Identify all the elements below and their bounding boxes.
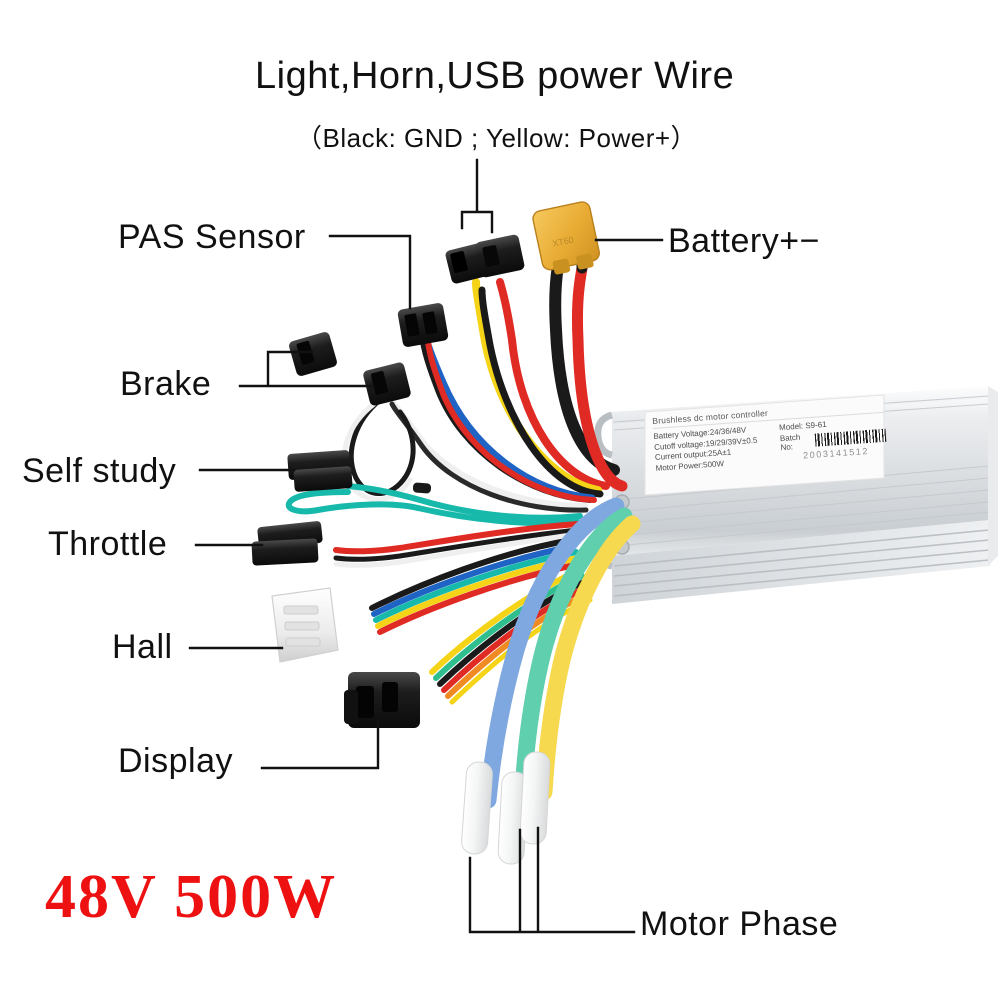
pas-connector [397,303,449,347]
throttle-connector [251,521,323,566]
callout-brake: Brake [120,365,212,403]
leader-lines [188,158,664,934]
xt60-connector: XT60 [532,201,600,275]
light-horn-connector-1 [445,242,493,284]
connectors: XT60 [251,201,600,728]
callout-battery: Battery+− [668,222,820,260]
callout-throttle: Throttle [48,525,168,563]
leader-brake [238,350,375,388]
callout-hall: Hall [112,628,173,666]
leader-light-horn [460,158,494,234]
svg-text:XT60: XT60 [551,235,574,249]
wire-harness [285,252,641,865]
label-batch-no: Batch No: [779,432,801,452]
product-spec-label: Brushless dc motor controller Battery Vo… [652,400,889,492]
callout-pas-sensor: PAS Sensor [118,218,306,256]
callout-motor-phase: Motor Phase [640,905,839,943]
hall-connector [271,587,339,663]
brake-connector-1 [289,332,337,376]
page-subtitle: （Black: GND ; Yellow: Power+） [296,123,698,153]
leader-motor-phase [468,826,636,934]
leader-pas [328,234,412,310]
brake-connector-2 [363,362,411,406]
display-connector [344,672,420,728]
light-horn-connector-2 [475,234,525,278]
leader-display [260,714,380,770]
spec-highlight: 48V 500W [45,863,338,931]
page-title: Light,Horn,USB power Wire [255,55,735,97]
callout-display: Display [118,742,233,780]
callout-self-study: Self study [22,452,177,490]
self-study-connector [287,450,353,492]
